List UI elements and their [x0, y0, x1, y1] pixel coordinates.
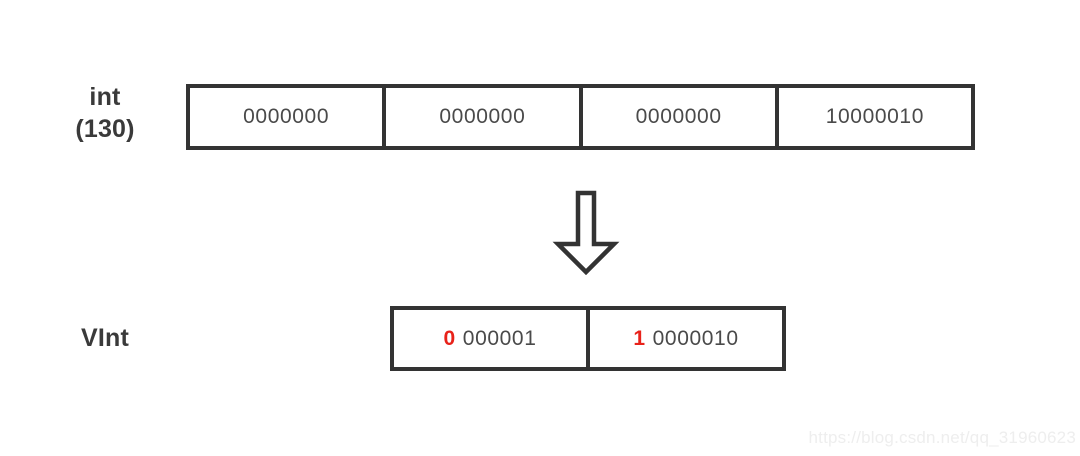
- down-block-arrow-icon: [552, 190, 620, 275]
- int-row-label-line-2: (130): [75, 115, 135, 143]
- vint-byte-bits-2: 0000010: [652, 326, 739, 350]
- int-byte-cell-2: 0000000: [382, 88, 578, 146]
- vint-row-label: VInt: [40, 322, 170, 354]
- int-row-label: int (130): [40, 81, 170, 145]
- int-bit-strip: 0000000 0000000 0000000 10000010: [186, 84, 975, 150]
- int-byte-bits-2: 0000000: [439, 105, 526, 128]
- vint-row-label-line-1: VInt: [80, 324, 130, 352]
- int-byte-bits-4: 10000010: [825, 105, 924, 128]
- watermark-text: https://blog.csdn.net/qq_31960623: [808, 428, 1076, 447]
- int-byte-bits-3: 0000000: [635, 105, 722, 128]
- int-byte-cell-3: 0000000: [578, 88, 775, 146]
- vint-continuation-flag-1: 0: [443, 326, 456, 350]
- vint-continuation-flag-2: 1: [633, 326, 646, 350]
- int-byte-cell-1: 0000000: [190, 88, 382, 146]
- vint-byte-bits-1: 000001: [462, 326, 537, 350]
- int-byte-bits-1: 0000000: [243, 105, 330, 128]
- int-row-label-line-1: int: [89, 83, 121, 111]
- int-byte-cell-4: 10000010: [774, 88, 971, 146]
